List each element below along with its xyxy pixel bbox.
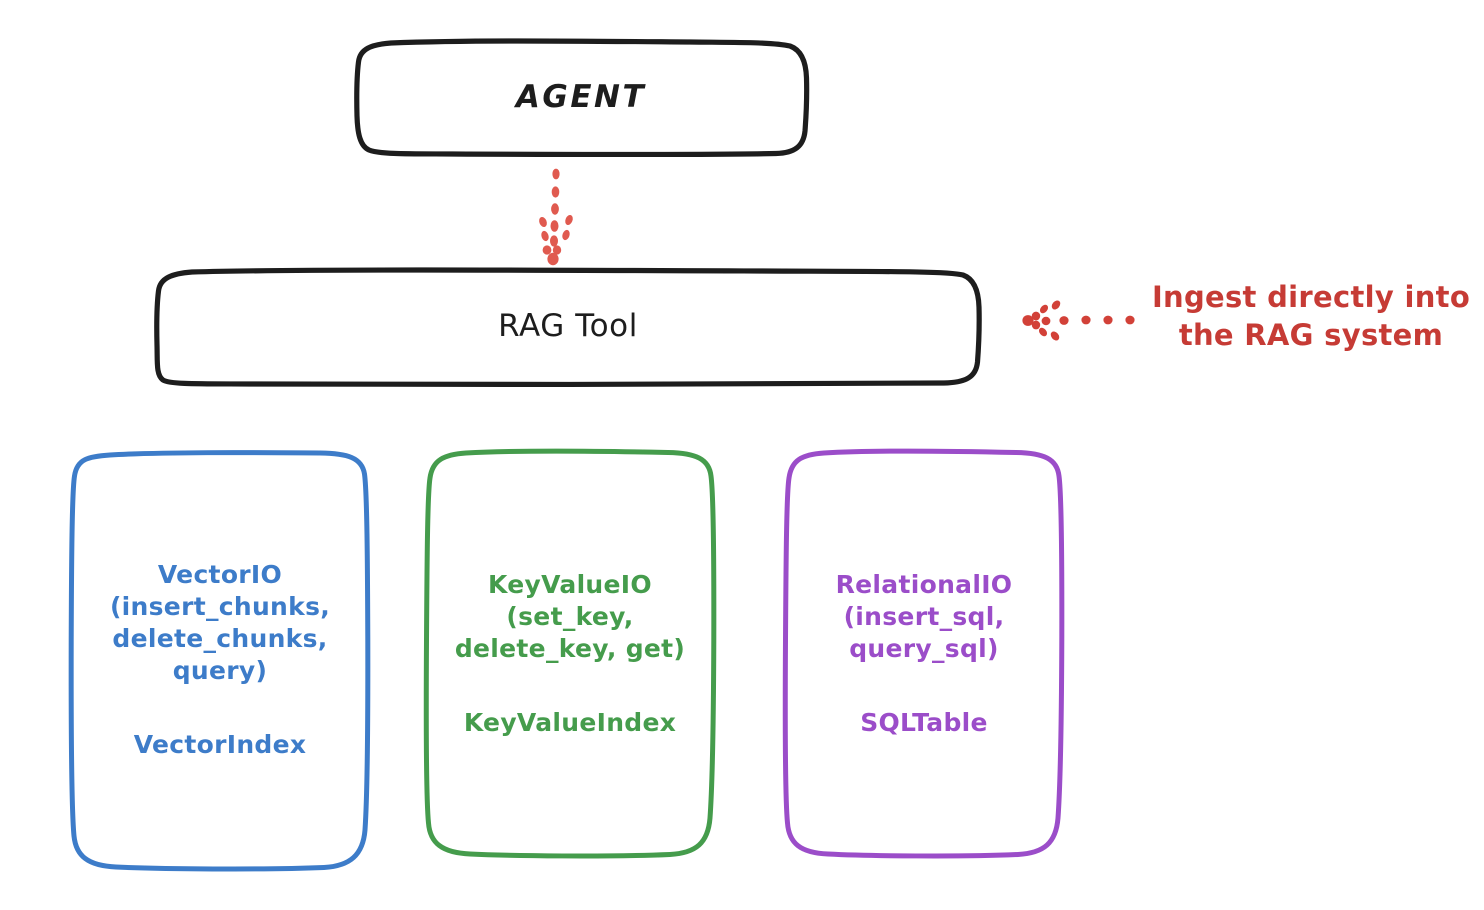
ingest-to-rag-connector [1022, 300, 1135, 341]
relational-io-box[interactable] [782, 448, 1065, 859]
vector-io-box[interactable] [68, 450, 371, 872]
agent-to-rag-connector [539, 168, 573, 266]
agent-box[interactable] [354, 38, 810, 158]
rag-tool-box[interactable] [154, 267, 982, 388]
keyvalue-io-box[interactable] [423, 448, 717, 859]
